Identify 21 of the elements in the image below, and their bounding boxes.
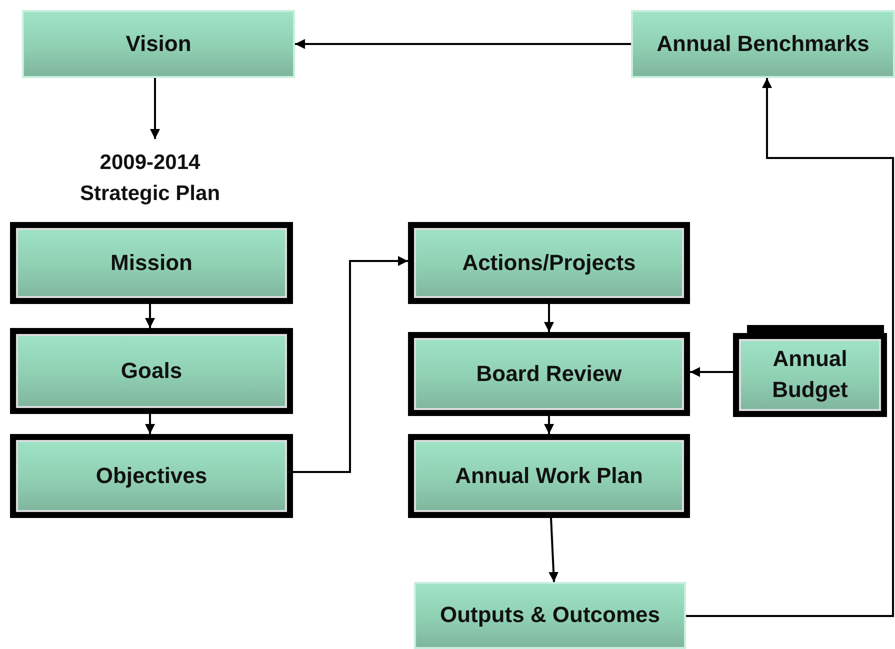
process-box: Actions/Projects [408, 222, 690, 304]
process-box: Annual Work Plan [408, 434, 690, 518]
process-box: Outputs & Outcomes [414, 582, 686, 649]
arrow [145, 304, 155, 328]
process-box: Objectives [10, 434, 293, 518]
arrow [686, 78, 894, 617]
arrow [544, 304, 554, 332]
arrow [548, 518, 559, 582]
process-box: Vision [22, 10, 295, 78]
process-box: Annual Budget [733, 333, 887, 417]
arrow [544, 416, 554, 434]
arrow [293, 256, 408, 473]
text-label: 2009-2014 Strategic Plan [55, 145, 245, 211]
process-box: Annual Benchmarks [631, 10, 895, 78]
process-box: Mission [10, 222, 293, 304]
process-box: Goals [10, 328, 293, 414]
process-box: Board Review [408, 332, 690, 416]
arrow [690, 367, 733, 377]
arrow [295, 39, 631, 49]
arrow [150, 78, 160, 139]
arrow [145, 414, 155, 434]
